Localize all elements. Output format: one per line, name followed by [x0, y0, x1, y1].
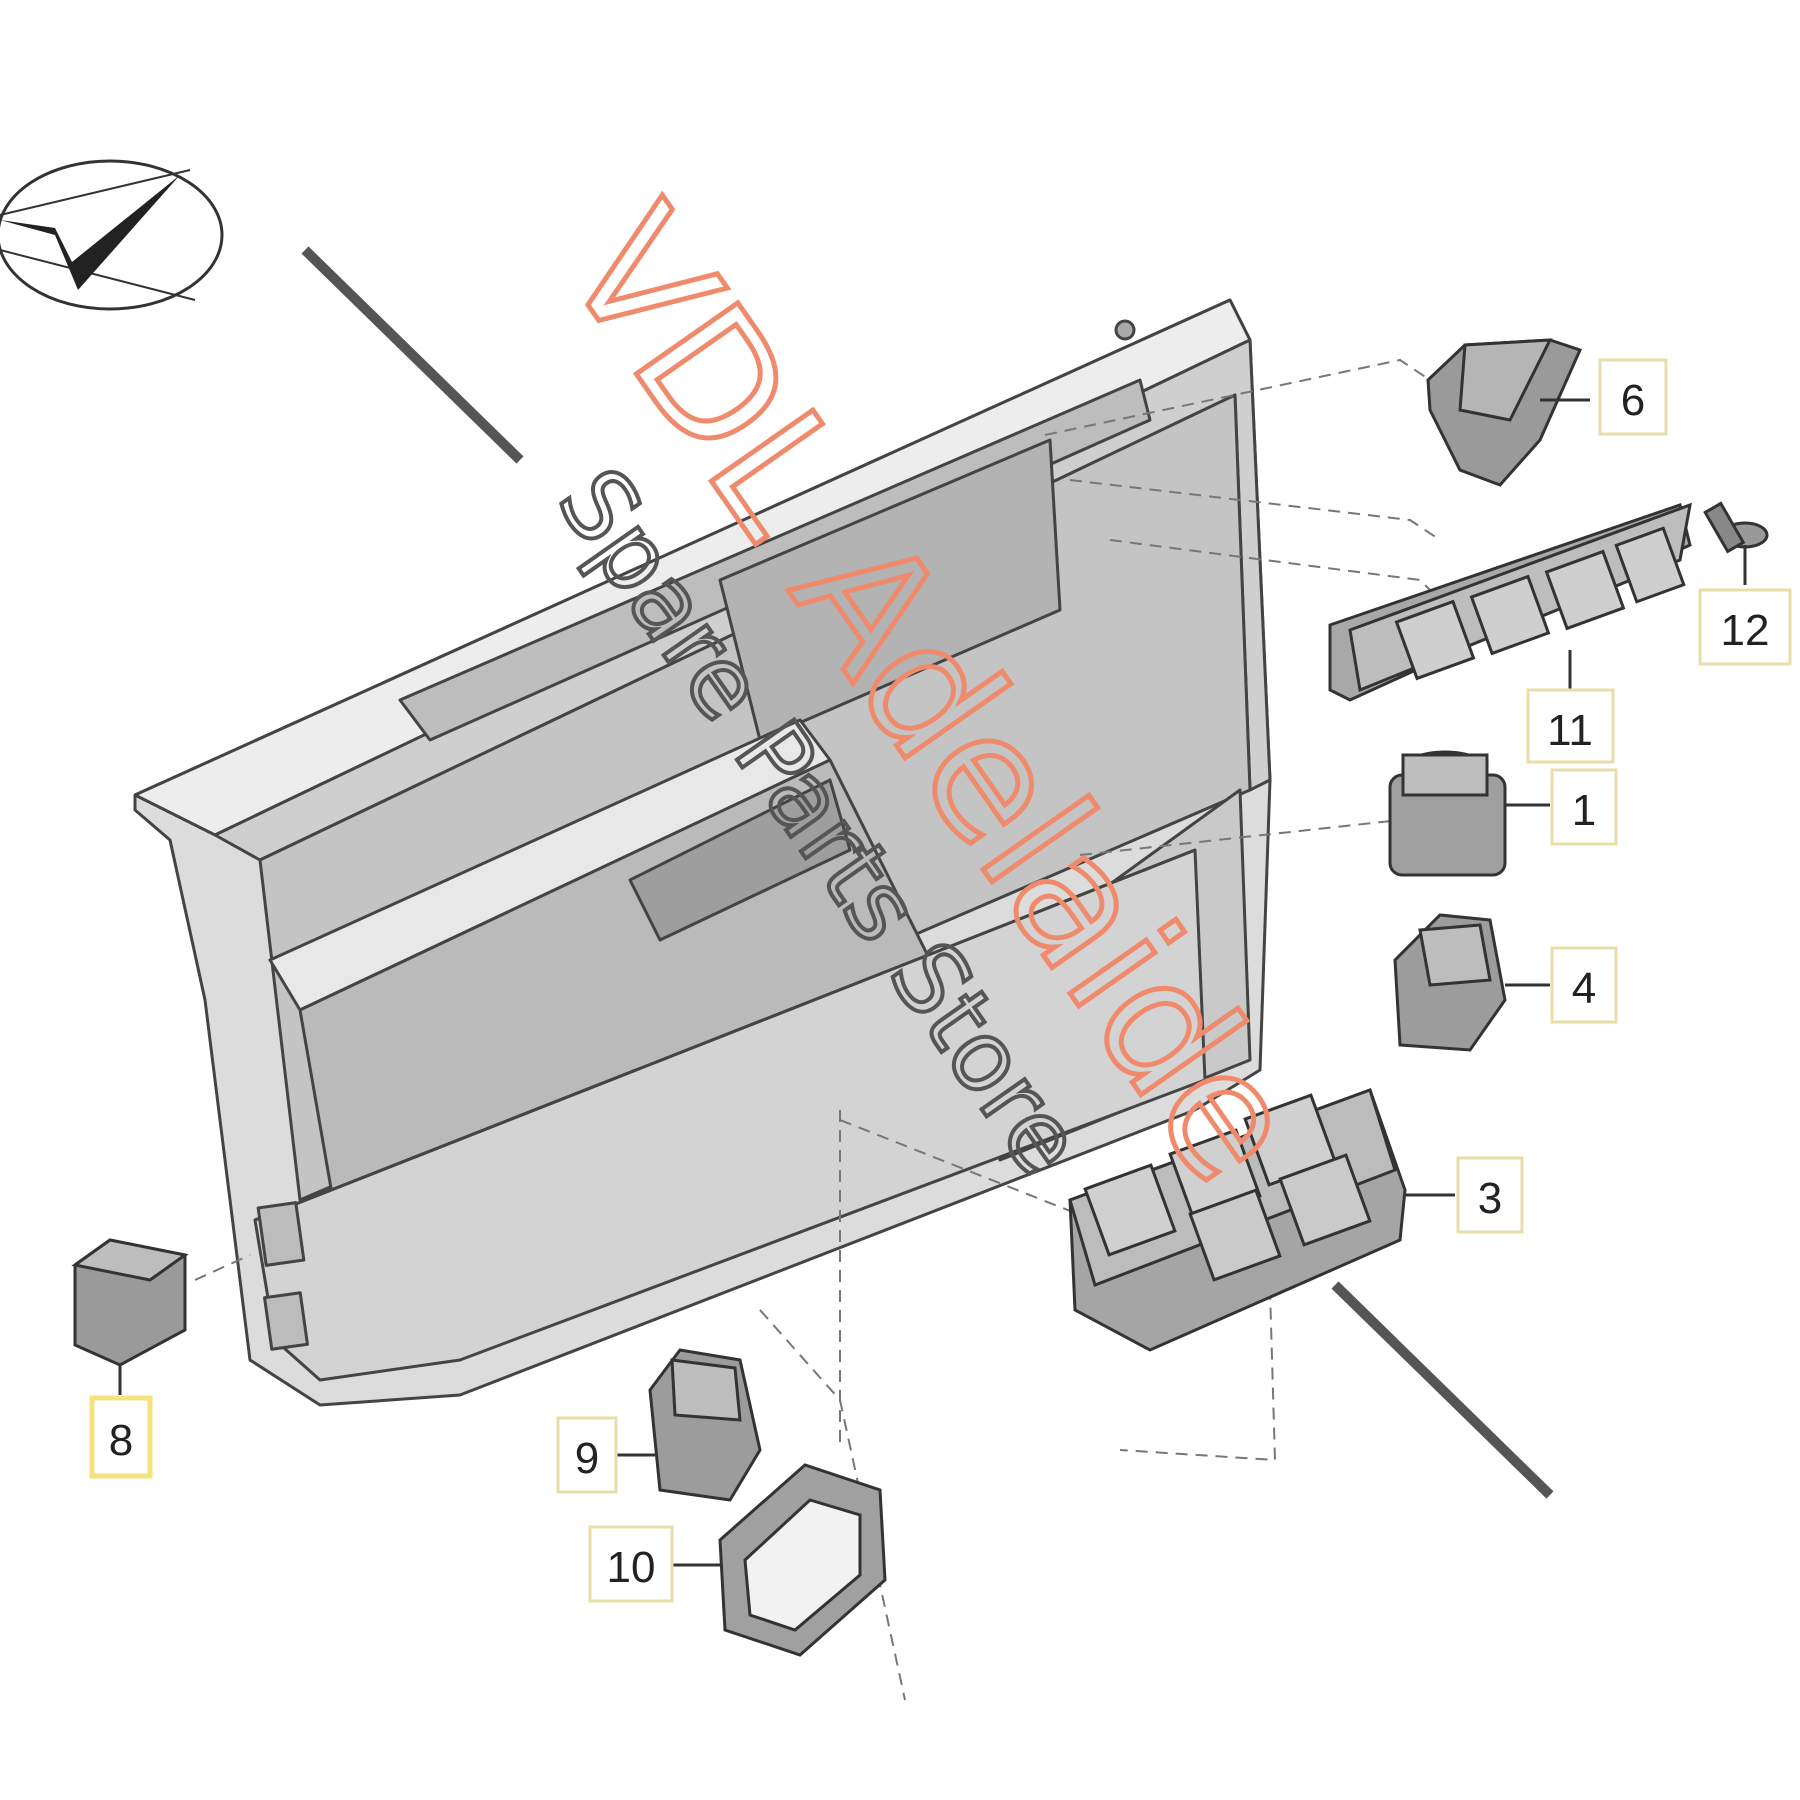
part-9-switch-illustration — [615, 1348, 762, 1502]
part-1-rotary-switch-illustration — [1388, 750, 1550, 877]
callout-11: 11 — [1526, 688, 1615, 764]
slash-line-bottom — [1331, 1281, 1554, 1499]
callout-label-10: 10 — [607, 1543, 656, 1592]
compass-check-logo-icon — [0, 159, 224, 311]
callout-12: 12 — [1698, 588, 1792, 666]
callout-label-1: 1 — [1572, 786, 1596, 835]
callout-label-6: 6 — [1621, 376, 1645, 425]
part-6-switch-illustration — [1426, 338, 1590, 487]
callout-label-9: 9 — [575, 1434, 599, 1483]
callout-label-4: 4 — [1572, 964, 1596, 1013]
callout-6: 6 — [1598, 358, 1668, 436]
callout-4: 4 — [1550, 946, 1618, 1024]
callout-label-12: 12 — [1721, 606, 1770, 655]
part-10-bezel-illustration — [670, 1463, 887, 1657]
callout-3: 3 — [1456, 1156, 1524, 1234]
part-11-switch-strip-illustration — [1328, 502, 1692, 702]
callout-1: 1 — [1550, 768, 1618, 846]
door-panel-illustration — [133, 298, 1272, 1407]
slash-line-top — [301, 246, 524, 464]
part-8-switch-illustration — [71, 1238, 189, 1395]
callout-10: 10 — [588, 1525, 674, 1603]
callout-label-3: 3 — [1478, 1174, 1502, 1223]
part-12-screw-illustration — [1703, 501, 1769, 585]
callout-9: 9 — [556, 1416, 618, 1494]
part-3-window-switch-block-illustration — [1068, 1088, 1455, 1352]
callout-label-8: 8 — [109, 1416, 133, 1465]
part-4-switch-illustration — [1393, 913, 1550, 1052]
callout-8: 8 — [89, 1395, 153, 1479]
callout-label-11: 11 — [1547, 706, 1593, 755]
